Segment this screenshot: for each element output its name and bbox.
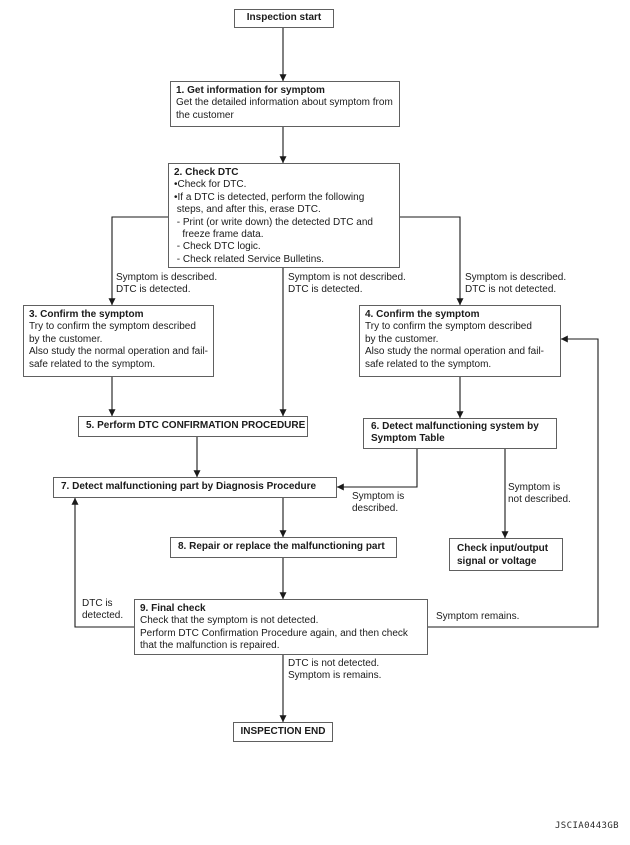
step4-title: 4. Confirm the symptom — [365, 309, 480, 320]
step3-body: Try to confirm the symptom described by … — [29, 321, 208, 370]
step3-title: 3. Confirm the symptom — [29, 309, 144, 320]
step1-title: 1. Get information for symptom — [176, 85, 325, 96]
edge-step2-to-step4 — [400, 216, 464, 306]
edge-step9-to-step7-feedback — [71, 497, 134, 628]
edge-label-symptom-remains: Symptom remains. — [436, 611, 520, 622]
step8-title: 8. Repair or replace the malfunctioning … — [178, 541, 385, 553]
node-step5-dtc-confirmation-procedure: 5. Perform DTC CONFIRMATION PROCEDURE — [78, 416, 308, 437]
edge-label-symptom-is-not-described: Symptom is not described. — [508, 482, 571, 506]
step2-title: 2. Check DTC — [174, 167, 239, 178]
inspection-start-label: Inspection start — [246, 12, 322, 24]
step9-title: 9. Final check — [140, 603, 206, 614]
edge-label-dtc-is-detected: DTC is detected. — [82, 598, 124, 622]
figure-code: JSCIA0443GB — [554, 821, 619, 831]
edge-step2-to-step3 — [108, 216, 168, 306]
edge-label-symptom-not-described-dtc-detected: Symptom is not described. DTC is detecte… — [288, 272, 406, 296]
node-step8-repair-replace-part: 8. Repair or replace the malfunctioning … — [170, 537, 397, 558]
check-io-title: Check input/output signal or voltage — [457, 543, 549, 567]
step5-title: 5. Perform DTC CONFIRMATION PROCEDURE — [86, 420, 306, 432]
edge-step9-to-step4-feedback — [428, 335, 599, 628]
step1-body: Get the detailed information about sympt… — [176, 97, 393, 121]
node-step4-confirm-symptom: 4. Confirm the symptom Try to confirm th… — [359, 305, 561, 377]
node-step1-get-information: 1. Get information for symptom Get the d… — [170, 81, 400, 127]
step7-title: 7. Detect malfunctioning part by Diagnos… — [61, 481, 317, 493]
node-step7-detect-part-diagnosis-procedure: 7. Detect malfunctioning part by Diagnos… — [53, 477, 337, 498]
node-step3-confirm-symptom: 3. Confirm the symptom Try to confirm th… — [23, 305, 214, 377]
edge-label-symptom-is-described: Symptom is described. — [352, 491, 405, 515]
edge-label-dtc-not-detected-symptom-remains: DTC is not detected. Symptom is remains. — [288, 658, 382, 682]
node-step9-final-check: 9. Final check Check that the symptom is… — [134, 599, 428, 655]
step9-body: Check that the symptom is not detected. … — [140, 615, 408, 652]
step6-title: 6. Detect malfunctioning system by Sympt… — [371, 421, 539, 445]
step2-body: •Check for DTC. •If a DTC is detected, p… — [174, 179, 373, 265]
step4-body: Try to confirm the symptom described by … — [365, 321, 544, 370]
node-inspection-end: INSPECTION END — [233, 722, 333, 742]
node-step6-detect-system-symptom-table: 6. Detect malfunctioning system by Sympt… — [363, 418, 557, 449]
node-inspection-start: Inspection start — [234, 9, 334, 28]
edge-label-symptom-described-dtc-detected: Symptom is described. DTC is detected. — [116, 272, 218, 296]
edge-step6-to-step7 — [336, 449, 418, 491]
inspection-end-label: INSPECTION END — [240, 725, 326, 737]
node-step2-check-dtc: 2. Check DTC •Check for DTC. •If a DTC i… — [168, 163, 400, 268]
node-check-input-output-signal: Check input/output signal or voltage — [449, 538, 563, 571]
edge-label-symptom-described-dtc-not-detected: Symptom is described. DTC is not detecte… — [465, 272, 567, 296]
